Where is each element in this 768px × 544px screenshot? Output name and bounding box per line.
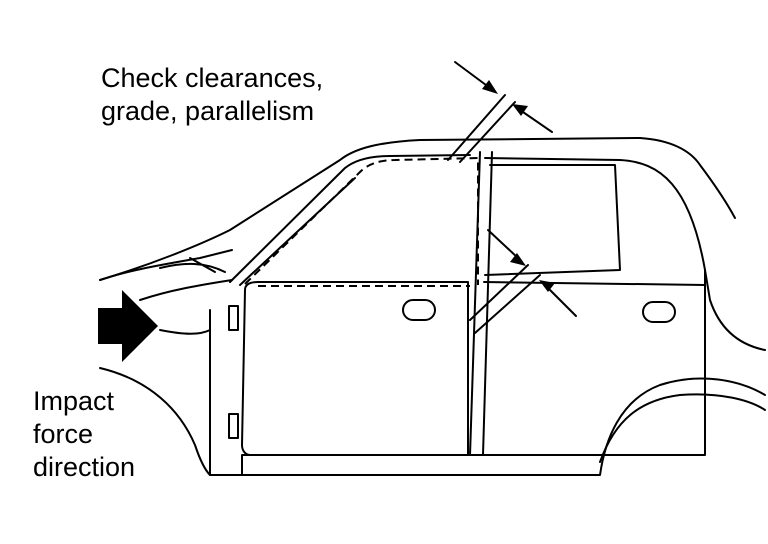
rocker-panel (209, 377, 766, 476)
upper-arrow-head-left (482, 80, 498, 94)
lower-arrow-head-right (539, 280, 555, 292)
hood-line (99, 249, 233, 281)
upper-clearance-line (447, 94, 516, 163)
sill-line (241, 454, 601, 476)
impact-arrow-icon (98, 290, 158, 362)
label-line: force (33, 419, 94, 449)
upper-hinge (228, 305, 239, 331)
label-line: Check clearances, (101, 63, 324, 93)
label-line: Impact (33, 386, 115, 416)
rear-window (484, 164, 621, 276)
rear-wheel-arch-inner (599, 393, 766, 463)
front-door-handle (402, 299, 436, 321)
lower-hinge (228, 413, 239, 439)
a-pillar-inner (239, 177, 356, 286)
clearance-check-label: Check clearances, grade, parallelism (101, 62, 323, 128)
cowl-line (159, 329, 211, 335)
car-outline (99, 137, 736, 281)
cowl-detail (159, 257, 226, 273)
rear-door-belt (483, 281, 706, 286)
label-line: grade, parallelism (101, 96, 315, 126)
front-window-frame-dashed (244, 156, 479, 285)
lower-arrow-in (487, 229, 519, 259)
upper-arrow-out (519, 109, 553, 133)
rear-quarter (704, 269, 766, 351)
front-wheel-arch (99, 367, 211, 476)
lower-clearance-line (469, 264, 541, 334)
lower-arrow-out (547, 287, 577, 317)
a-pillar-outer (229, 154, 471, 283)
lower-arrow-head-left (510, 253, 526, 266)
label-line: direction (33, 452, 136, 482)
fender-line (139, 279, 233, 301)
rear-door (469, 157, 706, 456)
upper-arrow-head-right (512, 104, 528, 116)
upper-arrow-in (454, 61, 491, 89)
impact-force-label: Impact force direction (33, 385, 135, 484)
rear-door-handle (642, 301, 676, 323)
